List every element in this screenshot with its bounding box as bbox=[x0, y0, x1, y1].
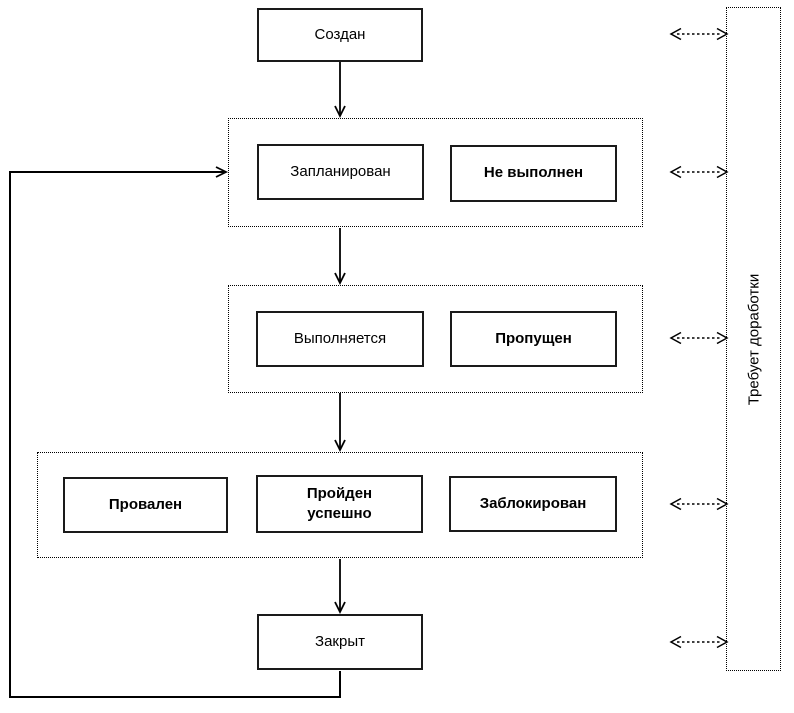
state-box-skipped: Пропущен bbox=[450, 311, 617, 367]
state-box-planned: Запланирован bbox=[257, 144, 424, 200]
state-label-planned: Запланирован bbox=[290, 162, 391, 180]
state-label-created: Создан bbox=[314, 25, 366, 43]
state-box-created: Создан bbox=[257, 8, 423, 62]
state-label-passed: Пройден успешно bbox=[306, 484, 373, 522]
state-label-skipped: Пропущен bbox=[495, 329, 572, 347]
needs-rework-label: Требует доработки bbox=[745, 273, 763, 405]
state-box-blocked: Заблокирован bbox=[449, 476, 617, 532]
rework-arrow-closed bbox=[669, 635, 729, 649]
state-box-closed: Закрыт bbox=[257, 614, 423, 670]
state-label-blocked: Заблокирован bbox=[479, 494, 587, 512]
state-box-passed: Пройден успешно bbox=[256, 475, 423, 533]
state-box-executing: Выполняется bbox=[256, 311, 424, 367]
needs-rework-column: Требует доработки bbox=[726, 7, 781, 671]
arrow-planned-to-executing-group bbox=[334, 228, 346, 286]
state-box-failed: Провален bbox=[63, 477, 228, 533]
state-label-closed: Закрыт bbox=[315, 632, 365, 650]
arrow-result-to-closed bbox=[334, 559, 346, 615]
rework-arrow-result bbox=[669, 497, 729, 511]
state-box-not-executed: Не выполнен bbox=[450, 145, 617, 202]
rework-arrow-executing bbox=[669, 331, 729, 345]
state-label-executing: Выполняется bbox=[293, 329, 387, 347]
rework-arrow-planned bbox=[669, 165, 729, 179]
rework-arrow-created bbox=[669, 27, 729, 41]
arrow-executing-to-result-group bbox=[334, 393, 346, 453]
state-label-not-executed: Не выполнен bbox=[483, 164, 584, 182]
arrow-created-to-planned-group bbox=[334, 62, 346, 119]
state-label-failed: Провален bbox=[108, 495, 183, 513]
